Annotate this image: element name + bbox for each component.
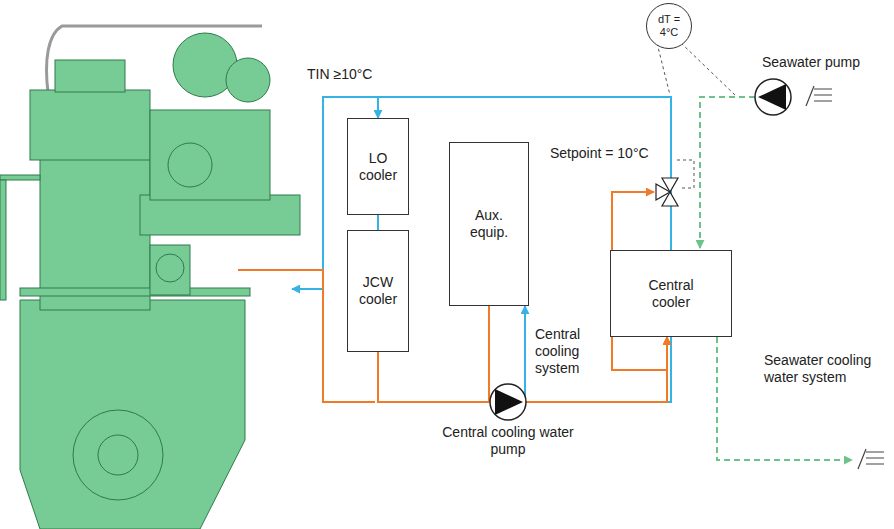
cooler-box: LO cooler bbox=[347, 118, 409, 215]
pump-label: Central cooling water pump bbox=[438, 424, 578, 458]
three-way-valve bbox=[656, 178, 678, 206]
temperature-label: TIN ≥10°C bbox=[307, 66, 427, 83]
equipment-box: Aux. equip. bbox=[449, 142, 529, 306]
setpoint-label: Setpoint = 10°C bbox=[550, 145, 662, 162]
cooler-box: JCW cooler bbox=[347, 230, 409, 352]
sensor-circle: dT = 4°C bbox=[646, 3, 692, 49]
control-line bbox=[657, 43, 735, 188]
node-text: dT = 4°C bbox=[649, 13, 689, 39]
node-text: Aux. equip. bbox=[454, 207, 524, 241]
sea-chest-symbol bbox=[806, 86, 884, 469]
seawater-pump-symbol bbox=[755, 79, 791, 115]
system-label: Central cooling system bbox=[535, 326, 607, 376]
node-text: LO cooler bbox=[352, 150, 404, 184]
central-pump-symbol bbox=[490, 384, 526, 420]
cooler-box: Central cooler bbox=[610, 250, 732, 337]
node-text: Central cooler bbox=[636, 277, 706, 311]
pipe-connector bbox=[377, 215, 379, 230]
node-text: JCW cooler bbox=[352, 274, 404, 308]
engine-illustration bbox=[0, 26, 300, 529]
pump-label: Seawater pump bbox=[762, 54, 872, 71]
system-label: Seawater cooling water system bbox=[764, 352, 876, 386]
